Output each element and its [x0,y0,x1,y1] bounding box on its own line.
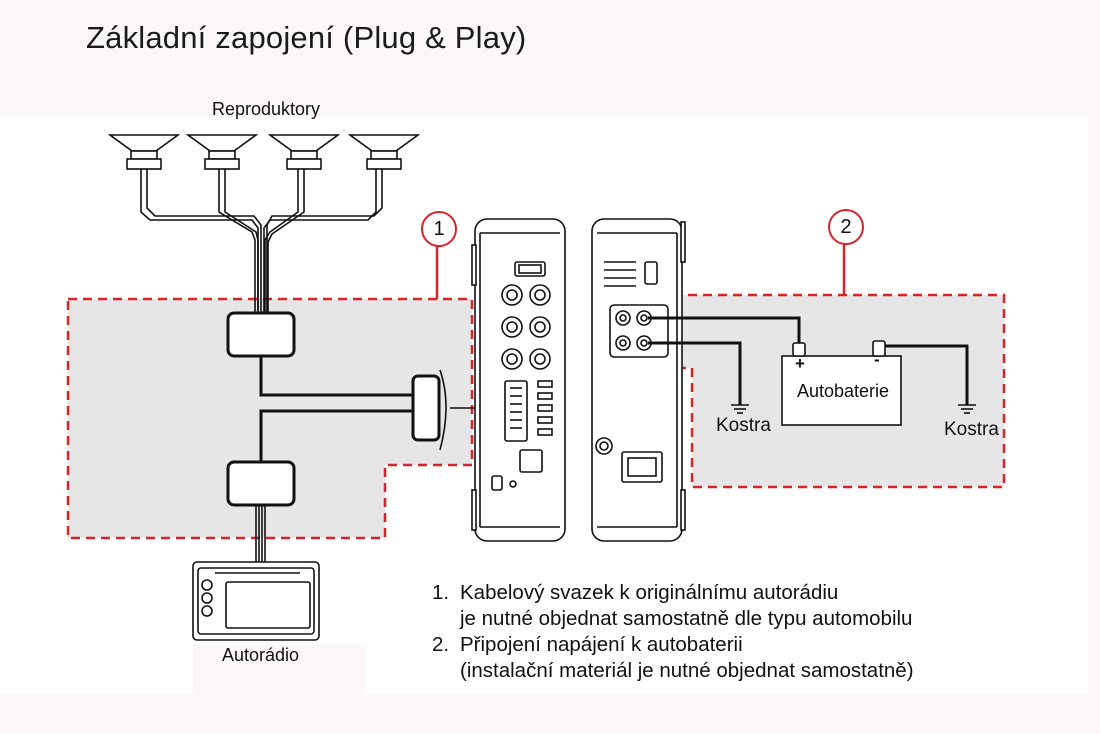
car-radio-icon [192,561,320,641]
note-item: 2. Připojení napájení k autobaterii [432,632,914,658]
note-text-continued: (instalační materiál je nutné objednat s… [460,659,914,682]
car-battery-icon [781,340,902,426]
speaker-4-icon [347,134,421,170]
badge-1: 1 [421,211,457,247]
dsp-unit-front [471,218,566,542]
zone-1-harness [66,297,474,540]
speaker-1-icon [107,134,181,170]
harness-connector-bottom [226,460,296,507]
page-title: Základní zapojení (Plug & Play) [86,20,527,55]
dsp-unit-back [591,218,686,542]
ground-icon-left [731,404,749,414]
notes-list: 1. Kabelový svazek k originálnímu autorá… [432,580,914,684]
harness-connector-top [226,311,296,358]
ground-label-right: Kostra [944,419,999,440]
speakers-label: Reproduktory [212,99,321,119]
ground-label-left: Kostra [716,415,771,436]
note-number: 1. [432,581,450,604]
note-text-continued: je nutné objednat samostatně dle typu au… [460,607,913,630]
note-text: Připojení napájení k autobaterii [460,633,743,656]
battery-minus-label: - [874,350,880,369]
note-text: Kabelový svazek k originálnímu autorádiu [460,581,839,604]
note-item: 1. Kabelový svazek k originálnímu autorá… [432,580,914,606]
note-number: 2. [432,633,450,656]
power-wires [648,316,969,405]
car-radio-label: Autorádio [222,645,300,665]
badge-2: 2 [828,209,864,245]
battery-label: Autobaterie [797,381,890,401]
battery-plus-label: + [795,354,805,373]
speaker-wires [140,169,383,312]
speaker-3-icon [267,134,341,170]
speaker-2-icon [185,134,259,170]
dsp-plug-connector [411,374,441,442]
ground-icon-right [958,404,976,414]
